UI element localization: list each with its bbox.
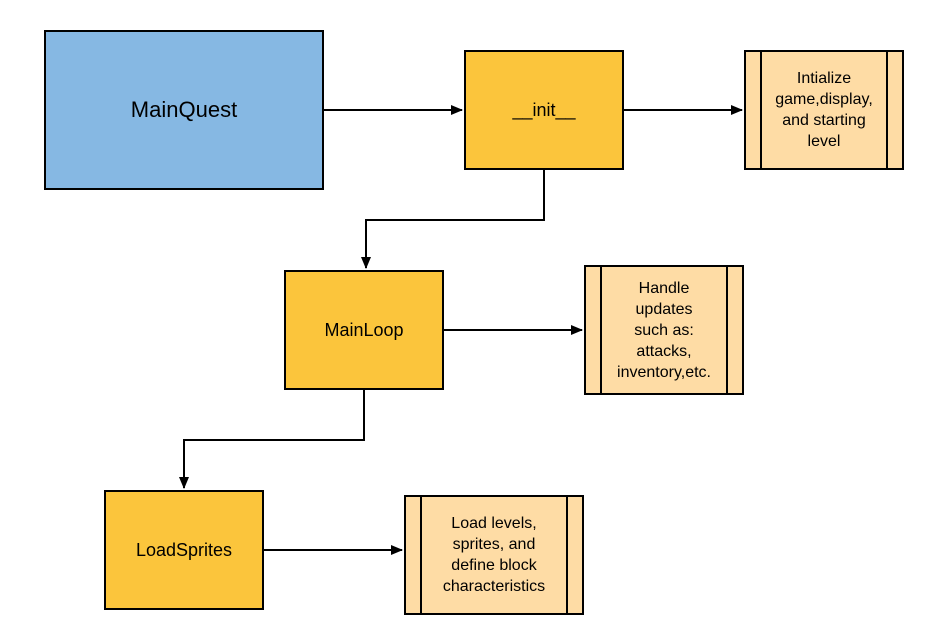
load-sprites-description-text: Load levels, sprites, and define block c…	[442, 515, 546, 595]
load-sprites-node: LoadSprites	[104, 490, 264, 610]
init-label: __init__	[512, 99, 576, 120]
edge-mainloop-to-loadsprites	[179, 390, 365, 489]
main-quest-label: MainQuest	[130, 97, 238, 122]
init-description-node: Intialize game,display, and starting lev…	[744, 50, 904, 170]
init-description-text: Intialize game,display, and starting lev…	[775, 70, 873, 150]
main-quest-node: MainQuest	[44, 30, 324, 190]
edge-init-to-mainloop	[361, 170, 545, 269]
load-sprites-description-node: Load levels, sprites, and define block c…	[404, 495, 584, 615]
main-loop-description-node: Handle updates such as: attacks, invento…	[584, 265, 744, 395]
init-node: __init__	[464, 50, 624, 170]
main-loop-description-text: Handle updates such as: attacks, invento…	[617, 279, 711, 381]
main-loop-node: MainLoop	[284, 270, 444, 390]
load-sprites-label: LoadSprites	[135, 539, 233, 560]
main-loop-label: MainLoop	[324, 319, 404, 340]
